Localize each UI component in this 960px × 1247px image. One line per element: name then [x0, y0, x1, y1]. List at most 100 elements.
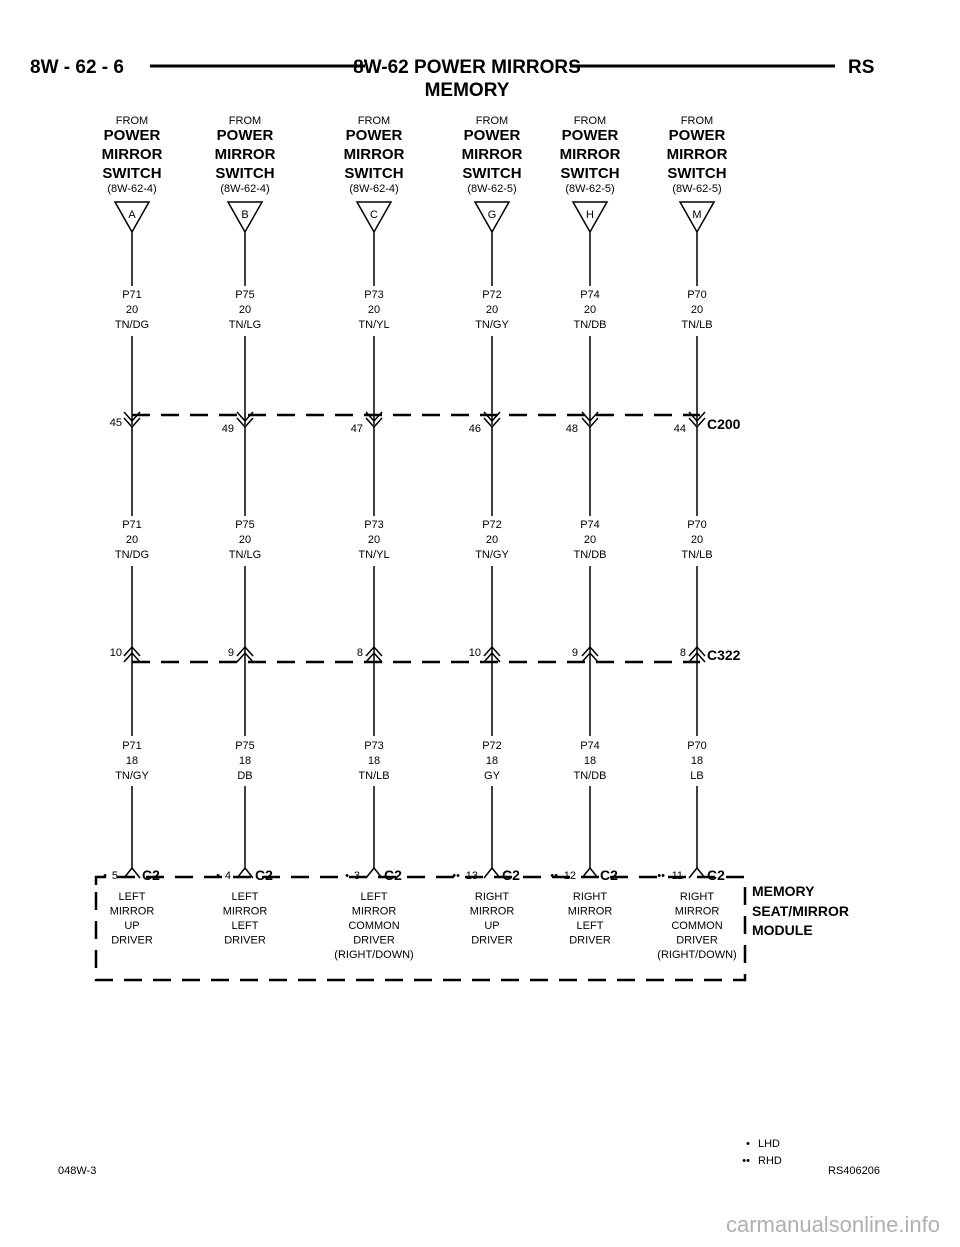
module-pin-description: RIGHT [573, 891, 608, 903]
source-name-line2: MIRROR [560, 146, 621, 163]
c322-pin-number: 9 [228, 647, 234, 659]
connector-chevron-icon [236, 651, 254, 663]
wire-color: GY [484, 770, 501, 782]
module-box: MEMORY SEAT/MIRROR MODULE [94, 875, 849, 982]
source-name-line2: MIRROR [462, 146, 523, 163]
wire-color: LB [690, 770, 703, 782]
wire-circuit: P71 [122, 740, 142, 752]
connector-chevron-icon [236, 645, 254, 657]
wire-color: TN/LB [681, 549, 712, 561]
module-name-line1: MEMORY [752, 883, 815, 899]
source-reference: (8W-62-4) [349, 183, 398, 195]
c322-pin-number: 8 [357, 647, 363, 659]
wire-gauge: 20 [368, 304, 380, 316]
module-pin-description: LEFT [119, 891, 146, 903]
c322-pin-number: 8 [680, 647, 686, 659]
connector-chevron-icon [688, 411, 706, 423]
source-name-line1: POWER [669, 127, 726, 144]
c200-pin-number: 47 [351, 423, 363, 435]
connector-chevron-icon [581, 651, 599, 663]
source-triangle-icon [355, 201, 393, 234]
module-pin-chevron-icon [365, 866, 383, 879]
wire-gauge: 20 [584, 304, 596, 316]
source-name-line2: MIRROR [344, 146, 405, 163]
source-from-label: FROM [358, 115, 390, 127]
source-name-line1: POWER [346, 127, 403, 144]
connector-chevron-icon [365, 411, 383, 423]
module-pin-description: LEFT [577, 920, 604, 932]
source-triangle-icon [226, 201, 264, 234]
wire-gauge: 18 [486, 755, 498, 767]
module-connector-label: C2 [707, 867, 725, 883]
legend-rhd-symbol: •• [742, 1155, 750, 1167]
wire-color: TN/GY [475, 549, 509, 561]
module-pin-description: LEFT [232, 920, 259, 932]
source-name-line3: SWITCH [215, 165, 274, 182]
source-pin-letter: G [488, 209, 497, 221]
source-pin-letter: B [241, 209, 248, 221]
footer-left-code: 048W-3 [58, 1165, 96, 1177]
wire-color: TN/LG [229, 319, 261, 331]
wire-color: TN/GY [115, 770, 149, 782]
wire-circuit: P75 [235, 519, 255, 531]
legend-lhd-symbol: • [746, 1138, 750, 1150]
module-pin-description: RIGHT [475, 891, 510, 903]
source-reference: (8W-62-5) [565, 183, 614, 195]
module-pin-description: LEFT [232, 891, 259, 903]
wire-gauge: 20 [486, 534, 498, 546]
wire-gauge: 20 [126, 534, 138, 546]
wire-circuit: P73 [364, 519, 384, 531]
c200-pin-number: 44 [674, 423, 686, 435]
module-pin-description: MIRROR [110, 906, 155, 918]
wire-gauge: 20 [691, 304, 703, 316]
wire-gauge: 18 [691, 755, 703, 767]
wire-color: TN/DB [574, 319, 607, 331]
connector-chevron-icon [581, 411, 599, 423]
wire-color: DB [237, 770, 252, 782]
connector-chevron-icon [365, 651, 383, 663]
wire-gauge: 18 [584, 755, 596, 767]
source-name-line3: SWITCH [344, 165, 403, 182]
source-name-line1: POWER [217, 127, 274, 144]
source-pin-letter: C [370, 209, 378, 221]
page-header: 8W - 62 - 6 8W-62 POWER MIRRORS MEMORY R… [30, 57, 874, 101]
module-outline [94, 875, 747, 982]
source-name-line3: SWITCH [667, 165, 726, 182]
wire-circuit: P72 [482, 289, 502, 301]
module-pin-chevron-icon [581, 866, 599, 879]
module-name-line3: MODULE [752, 922, 813, 938]
wire-gauge: 20 [239, 304, 251, 316]
wire-circuit: P75 [235, 289, 255, 301]
wire-color: TN/DB [574, 549, 607, 561]
c322-label: C322 [707, 647, 741, 663]
source-reference: (8W-62-5) [467, 183, 516, 195]
wire-circuit: P70 [687, 740, 707, 752]
wire-circuit: P71 [122, 289, 142, 301]
module-pin-chevron-icon [236, 866, 254, 879]
wire-gauge: 18 [239, 755, 251, 767]
module-pin-description: MIRROR [352, 906, 397, 918]
wire-color: TN/DG [115, 319, 149, 331]
module-pin-description: (RIGHT/DOWN) [334, 949, 413, 961]
module-pin-description: MIRROR [470, 906, 515, 918]
source-name-line1: POWER [464, 127, 521, 144]
section-code: RS [848, 57, 874, 78]
source-name-line2: MIRROR [215, 146, 276, 163]
module-pin-description: DRIVER [111, 935, 153, 947]
source-from-label: FROM [681, 115, 713, 127]
c200-pin-number: 48 [566, 423, 578, 435]
source-from-label: FROM [574, 115, 606, 127]
page-subtitle: MEMORY [425, 80, 510, 101]
source-name-line1: POWER [104, 127, 161, 144]
wire-color: TN/LB [681, 319, 712, 331]
wire-color: TN/DG [115, 549, 149, 561]
wire-gauge: 18 [126, 755, 138, 767]
connector-chevron-icon [483, 645, 501, 657]
connector-chevron-icon [688, 651, 706, 663]
wire-gauge: 20 [584, 534, 596, 546]
module-pin-description: DRIVER [676, 935, 718, 947]
module-pin-description: LEFT [361, 891, 388, 903]
source-reference: (8W-62-4) [107, 183, 156, 195]
module-name-line2: SEAT/MIRROR [752, 903, 849, 919]
